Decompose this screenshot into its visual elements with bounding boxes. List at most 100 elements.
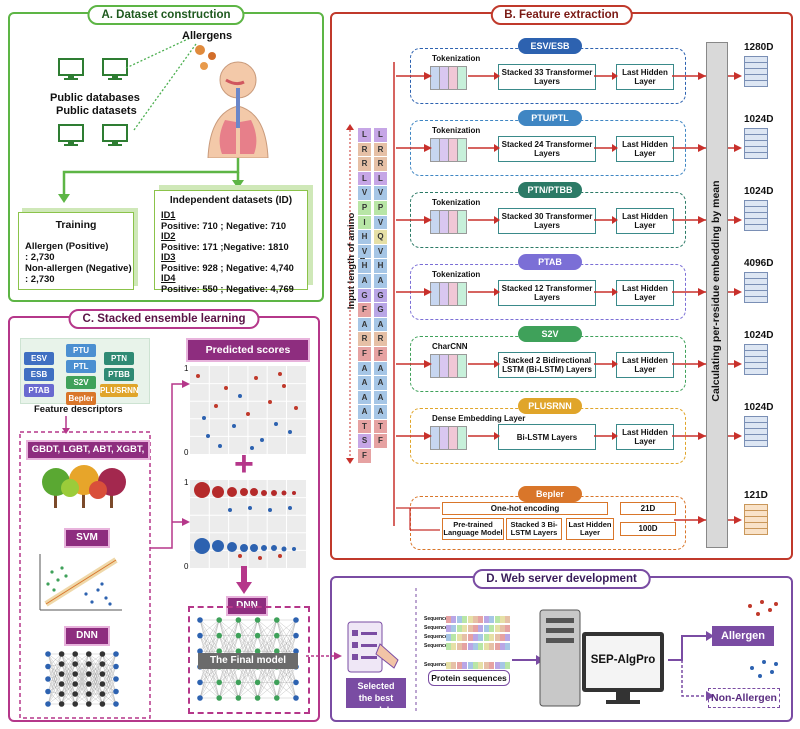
training-line: Non-allergen (Negative) [25, 263, 132, 274]
panel-d: D. Web server development [330, 569, 793, 722]
amino-acid-cell: P [358, 200, 371, 215]
training-line: : 2,730 [25, 274, 55, 285]
panel-c-left-lines [19, 380, 190, 719]
sequence-cell [505, 643, 511, 650]
model-name-pill: S2V [518, 326, 582, 342]
amino-acid-cell: S [358, 434, 371, 449]
middle-stage-box: Stacked 12 Transformer Layers [498, 280, 596, 306]
row-arrows [396, 144, 742, 152]
sequence-cell [456, 616, 462, 623]
amino-acid-cell: R [358, 142, 371, 157]
amino-acid-cell: V [358, 244, 371, 259]
feature-chip: S2V [66, 376, 96, 389]
divider [415, 588, 417, 714]
allergen-output: Allergen [712, 626, 774, 646]
sequence-cell [467, 625, 473, 632]
feature-chip: PTL [66, 360, 96, 373]
feature-chip: PTAB [24, 384, 54, 397]
sequence-cell [467, 616, 473, 623]
embedding-cell [744, 440, 768, 447]
input-length-arrow [346, 124, 354, 464]
amino-acid-cell: A [358, 405, 371, 419]
amino-acid-cell: A [374, 390, 387, 405]
amino-acid-cell: V [374, 215, 387, 230]
amino-acid-cell: G [374, 288, 387, 303]
sequence-name: Sequence 5 [424, 662, 452, 668]
onehot-box: One-hot encoding [442, 502, 608, 515]
classifiers-box: GBDT, LGBT, ABT, XGBT, CB [26, 440, 150, 471]
feature-chip: PTN [104, 352, 134, 365]
sequence-cell [467, 643, 473, 650]
id-label: ID1 [161, 210, 176, 220]
panel-a-title: A. Dataset construction [87, 5, 245, 25]
independent-datasets-box: Independent datasets (ID) ID1 Positive: … [154, 190, 308, 294]
row-arrows [396, 72, 742, 80]
selected-best-model-label: Selected the best model [346, 678, 406, 715]
feature-chip: PTU [66, 344, 96, 357]
sequence-cell [483, 616, 489, 623]
server-computer-icon [539, 609, 664, 707]
row-arrows [396, 216, 742, 224]
sequence-cell [456, 643, 462, 650]
sequence-cell [451, 625, 457, 632]
sequence-cell [456, 625, 462, 632]
token-block [457, 210, 467, 234]
sequence-cell [467, 634, 473, 641]
first-stage-label: Tokenization [432, 198, 481, 207]
amino-acid-cell: R [374, 332, 387, 346]
amino-acid-cell: F [358, 449, 371, 463]
pollen-icon [195, 45, 216, 70]
id-text: Positive: 710 ; Negative: 710 [161, 220, 287, 231]
panel-c-title: C. Stacked ensemble learning [68, 309, 260, 329]
protein-sequences-label: Protein sequences [428, 670, 510, 686]
last-hidden-layer-box: Last Hidden Layer [616, 424, 674, 450]
sequence-cell [483, 662, 489, 669]
first-stage-label: Tokenization [432, 126, 481, 135]
final-model-label: The Final model [198, 653, 298, 669]
id-label: ID2 [161, 231, 176, 241]
embedding-cell [744, 368, 768, 375]
dnn-network-icon [45, 651, 119, 707]
amino-acid-cell: A [358, 273, 371, 288]
first-stage-label: CharCNN [432, 342, 468, 351]
public-datasets-label: Public datasets [56, 105, 137, 117]
last-hidden-layer-box: Last Hidden Layer [616, 208, 674, 234]
middle-stage-box: Bi-LSTM Layers [498, 424, 596, 450]
sequence-name: Sequence 4 [424, 643, 452, 649]
amino-acid-cell: A [374, 317, 387, 332]
id-text: Positive: 550 ; Negative: 4,769 [161, 283, 294, 294]
amino-acid-cell: A [358, 317, 371, 332]
amino-acid-cell: H [374, 259, 387, 273]
amino-acid-cell: F [358, 303, 371, 317]
output-dots [748, 600, 778, 678]
middle-stage-box: Stacked 24 Transformer Layers [498, 136, 596, 162]
training-title: Training [55, 219, 97, 231]
sequence-cell [505, 625, 511, 632]
amino-acid-cell: A [358, 390, 371, 405]
amino-acid-cell: F [374, 434, 387, 449]
computer-icon [58, 124, 84, 153]
feature-chip: Bepler [66, 392, 96, 405]
amino-acid-cell: V [374, 244, 387, 259]
sequence-cell [489, 662, 495, 669]
sequence-cell [478, 662, 484, 669]
checklist-icon [347, 621, 399, 673]
sequence-cell [451, 643, 457, 650]
last-hidden-layer-box: Last Hidden Layer [616, 280, 674, 306]
sequence-name: Sequence 1 [424, 616, 452, 622]
amino-acid-cell: R [358, 332, 371, 346]
feature-chip: ESB [24, 368, 54, 381]
sequence-cell [446, 634, 451, 641]
panel-d-title: D. Web server development [472, 569, 651, 589]
sequence-cell [494, 662, 500, 669]
panel-b: B. Feature extraction [330, 5, 793, 560]
first-stage-label: Tokenization [432, 54, 481, 63]
non-allergen-output: Non-Allergen [708, 688, 780, 708]
sequence-cell [500, 662, 505, 669]
dotted-arrow-to-d [306, 652, 342, 660]
model-name-pill: ESV/ESB [518, 38, 582, 54]
selected-line: Selected [357, 681, 395, 691]
token-block [457, 426, 467, 450]
app-name: SEP-AlgPro [590, 654, 656, 666]
token-block [457, 354, 467, 378]
